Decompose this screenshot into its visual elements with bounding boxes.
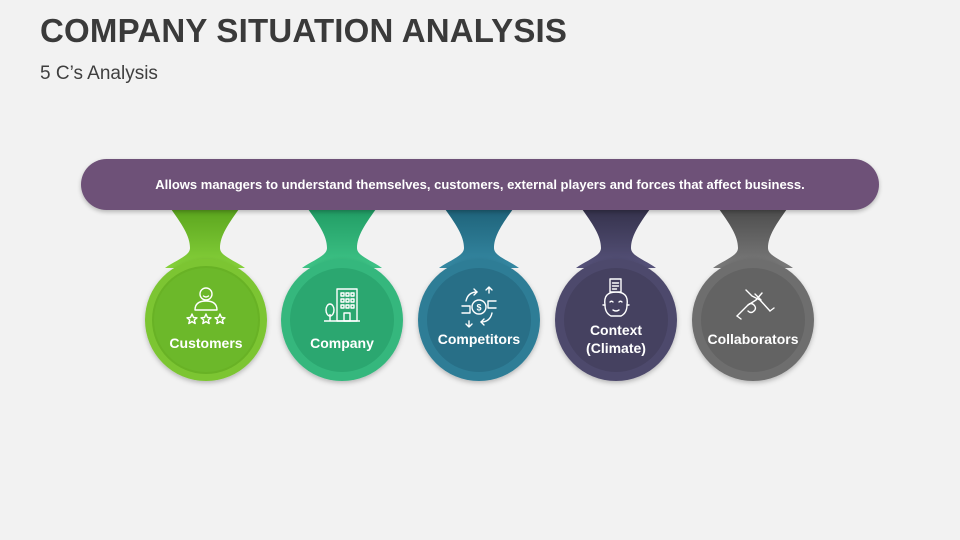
node-collaborators-face <box>701 268 805 372</box>
handshake-icon <box>736 289 775 320</box>
node-context-label-line2: (Climate) <box>586 340 646 356</box>
node-customers-connector <box>165 205 245 268</box>
node-competitors-label: Competitors <box>437 331 521 347</box>
page-title: COMPANY SITUATION ANALYSIS <box>40 12 568 49</box>
node-customers-face <box>154 268 258 372</box>
node-context <box>555 205 677 381</box>
node-context-connector <box>576 205 656 268</box>
page-subtitle: 5 C’s Analysis <box>40 63 158 84</box>
building-icon <box>324 288 360 322</box>
node-competitors-face <box>427 268 531 372</box>
node-context-face <box>564 268 668 372</box>
customer-rating-icon <box>186 287 226 325</box>
node-customers-label: Customers <box>169 335 243 351</box>
node-context-label: Context (Climate) <box>561 321 671 357</box>
node-company <box>281 205 403 381</box>
node-context-label-line1: Context <box>589 322 643 338</box>
node-company-connector <box>302 205 382 268</box>
banner-text: Allows managers to understand themselves… <box>155 177 805 192</box>
svg-text:$: $ <box>476 303 481 313</box>
node-customers <box>145 205 267 381</box>
description-banner: Allows managers to understand themselves… <box>81 159 879 210</box>
node-competitors-connector <box>439 205 519 268</box>
node-company-label: Company <box>310 335 374 351</box>
node-collaborators <box>692 205 814 381</box>
node-collaborators-label: Collaborators <box>707 331 799 347</box>
node-competitors <box>418 205 540 381</box>
competition-exchange-icon: $ <box>461 286 497 328</box>
node-company-face <box>290 268 394 372</box>
node-collaborators-connector <box>713 205 793 268</box>
thinking-head-icon <box>602 278 630 317</box>
